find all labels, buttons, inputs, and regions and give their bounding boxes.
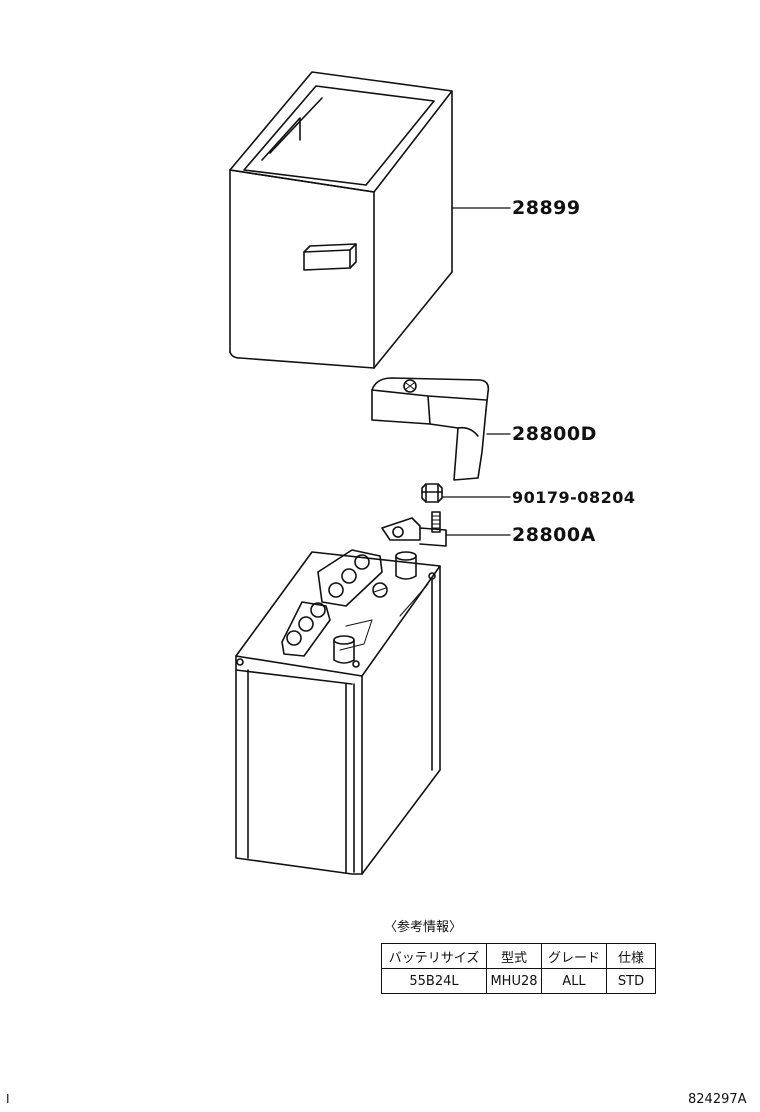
cell-spec: STD [606,968,656,994]
reference-table: バッテリサイズ 型式 グレード 仕様 55B24L MHU28 ALL STD [381,943,656,994]
reference-data-row: 55B24L MHU28 ALL STD [381,968,656,994]
header-grade: グレード [541,943,607,969]
part-label-terminal-cover: 28800D [512,423,597,445]
battery-tray-drawing [229,71,511,369]
header-battery-size: バッテリサイズ [381,943,487,969]
cell-grade: ALL [541,968,607,994]
part-label-terminal-clamp: 28800A [512,524,596,546]
part-label-tray: 28899 [512,197,581,219]
corner-mark: I [6,1092,10,1106]
part-label-bolt: 90179-08204 [512,488,636,507]
bolt-drawing [421,483,511,503]
battery-drawing [235,549,441,875]
header-model: 型式 [486,943,542,969]
terminal-cover-drawing [371,377,511,481]
terminal-clamp-drawing [381,511,511,547]
reference-title: 〈参考情報〉 [384,920,463,935]
cell-model: MHU28 [486,968,542,994]
illustration-id: 824297A [688,1092,747,1107]
cell-battery-size: 55B24L [381,968,487,994]
header-spec: 仕様 [606,943,656,969]
reference-header-row: バッテリサイズ 型式 グレード 仕様 [381,943,656,969]
